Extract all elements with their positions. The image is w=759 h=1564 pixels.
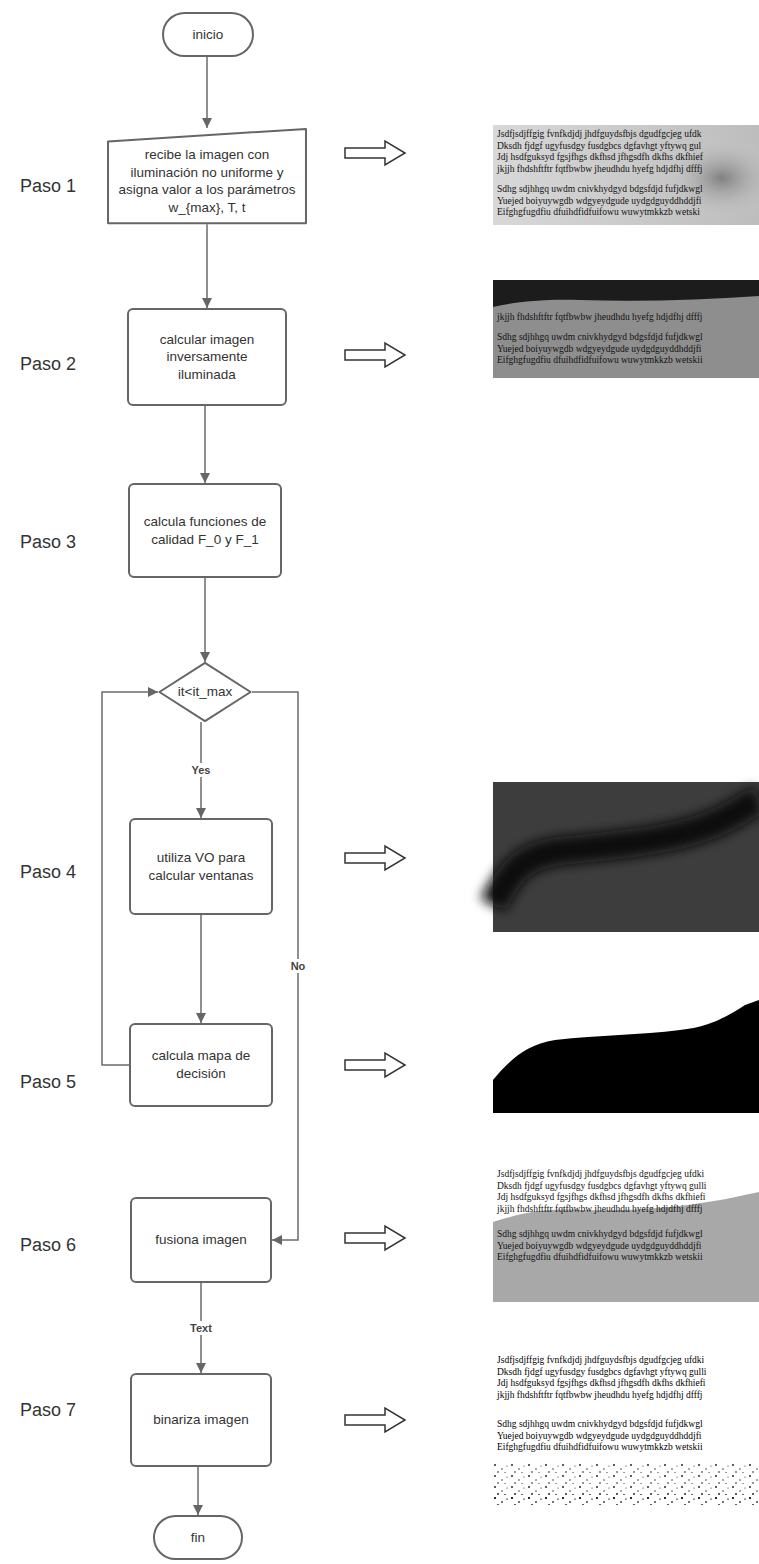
decision-diamond: it<it_max bbox=[158, 662, 252, 722]
edge-label: Yes bbox=[189, 763, 214, 777]
image-text: Yuejed boiyuywgdb wdgyeydgude uydgdguydd… bbox=[497, 344, 702, 356]
image-text: Dksdh fjdgf ugyfusdgy fusdgbcs dgfavhgt … bbox=[497, 1181, 707, 1193]
node-text: binariza imagen bbox=[153, 1411, 248, 1429]
node-text: utiliza VO para calcular ventanas bbox=[141, 849, 261, 884]
node-text: calcular imagen inversamente iluminada bbox=[139, 331, 275, 384]
input-node: recibe la imagen con iluminación no unif… bbox=[106, 128, 308, 224]
process-box: fusiona imagen bbox=[130, 1197, 272, 1283]
step-label: Paso 6 bbox=[20, 1235, 76, 1256]
diamond-outline bbox=[159, 663, 250, 721]
flow-arrow bbox=[206, 224, 208, 308]
image-text: Eifghgfugdfiu dfuihdfidfuifowu wuwytmkkz… bbox=[497, 1252, 703, 1264]
input-outline bbox=[108, 129, 306, 223]
hollow-arrow bbox=[345, 141, 405, 165]
image-text: Eifghgfugdfiu dfuihdfidfuifowu wuwytmkkz… bbox=[497, 355, 703, 367]
image-text: Yuejed boiyuywgdb wdgyeydgude uydgdguydd… bbox=[497, 1431, 702, 1443]
inverse-image bbox=[493, 280, 759, 378]
fused-image bbox=[493, 1163, 759, 1302]
image-text: jkjjh fhdshftftr fqtfbwbw jheudhdu hyefg… bbox=[497, 1204, 702, 1216]
image-text: Jsdfjsdjffgig fvnfkdjdj jhdfguydsfbjs dg… bbox=[497, 129, 702, 141]
process-box: calcula funciones de calidad F_0 y F_1 bbox=[128, 483, 282, 578]
noise-speckle bbox=[493, 1462, 759, 1505]
image-text: Jdj hsdfguksyd fgsjfhgs dkfhsd jfhgsdfh … bbox=[497, 1378, 705, 1390]
image-text: Yuejed boiyuywgdb wdgyeydgude uydgdguydd… bbox=[497, 196, 702, 208]
image-text: Jsdfjsdjffgig fvnfkdjdj jhdfguydsfbjs dg… bbox=[497, 1355, 704, 1367]
decision-region bbox=[493, 1000, 759, 1113]
hollow-arrow bbox=[345, 1408, 405, 1432]
step-label: Paso 7 bbox=[20, 1400, 76, 1421]
process-box: calcular imagen inversamente iluminada bbox=[127, 308, 287, 406]
node-text: calcula mapa de decisión bbox=[141, 1047, 261, 1082]
process-box: utiliza VO para calcular ventanas bbox=[129, 818, 273, 915]
node-text: fin bbox=[191, 1529, 205, 1547]
step-label: Paso 4 bbox=[20, 862, 76, 883]
process-box: calcula mapa de decisión bbox=[129, 1023, 273, 1107]
node-text: inicio bbox=[193, 26, 224, 44]
node-text: recibe la imagen con iluminación no unif… bbox=[116, 146, 298, 216]
image-text: jkjjh fhdshftftr fqtfbwbw jheudhdu hyefg… bbox=[497, 164, 702, 176]
step-label: Paso 1 bbox=[20, 176, 76, 197]
image-text: Jdj hsdfguksyd fgsjfhgs dkfhsd jfhgsdfh … bbox=[497, 1192, 705, 1204]
noise-speckle bbox=[493, 1492, 759, 1505]
image-text: Sdhg sdjhhgq uwdm cnivkhydgyd bdgsfdjd f… bbox=[497, 1419, 703, 1431]
terminal-node: fin bbox=[153, 1515, 243, 1560]
hollow-arrow bbox=[345, 1226, 405, 1250]
edge-label: No bbox=[288, 959, 309, 973]
step-label: Paso 2 bbox=[20, 354, 76, 375]
hollow-arrow bbox=[345, 1053, 405, 1077]
image-text: Yuejed boiyuywgdb wdgyeydgude uydgdguydd… bbox=[497, 1241, 702, 1253]
image-text: Jsdfjsdjffgig fvnfkdjdj jhdfguydsfbjs dg… bbox=[497, 1169, 704, 1181]
dark-band bbox=[493, 800, 759, 905]
terminal-node: inicio bbox=[162, 12, 254, 57]
node-text: calcula funciones de calidad F_0 y F_1 bbox=[140, 513, 270, 548]
image-text: Eifghgfugdfiu dfuihdfidfuifowu wuwytmkkz… bbox=[497, 207, 700, 219]
flow-arrow bbox=[200, 915, 202, 1023]
node-text: it<it_max bbox=[178, 683, 232, 701]
image-text: Dksdh fjdgf ugyfusdgy fusdgbcs dgfavhgt … bbox=[497, 1367, 707, 1379]
image-text: Dksdh fjdgf ugyfusdgy fusdgbcs dgfavhgt … bbox=[497, 141, 701, 153]
flow-arrow bbox=[206, 57, 208, 128]
flow-arrow bbox=[204, 406, 206, 483]
process-box: binariza imagen bbox=[130, 1373, 272, 1467]
image-text: jkjjh fhdshftftr fqtfbwbw jheudhdu hyefg… bbox=[497, 1390, 702, 1402]
window-image bbox=[493, 782, 759, 932]
hollow-arrow bbox=[345, 343, 405, 367]
edge-label: Text bbox=[187, 1321, 215, 1335]
image-text: jkjjh fhdshftftr fqtfbwbw jheudhdu hyefg… bbox=[497, 312, 702, 324]
flow-arrow bbox=[197, 1467, 199, 1515]
decision-map bbox=[493, 992, 759, 1113]
binary-image bbox=[493, 1347, 759, 1505]
image-text: Sdhg sdjhhgq uwdm cnivkhydgyd bdgsfdjd f… bbox=[497, 184, 703, 196]
image-text: Sdhg sdjhhgq uwdm cnivkhydgyd bdgsfdjd f… bbox=[497, 1229, 703, 1241]
image-text: Eifghgfugdfiu dfuihdfidfuifowu wuwytmkkz… bbox=[497, 1442, 703, 1454]
flow-arrow bbox=[204, 578, 206, 662]
image-text: Jdj hsdfguksyd fgsjfhgs dkfhsd jfhgsdfh … bbox=[497, 152, 703, 164]
hollow-arrow bbox=[345, 846, 405, 870]
image-text: Sdhg sdjhhgq uwdm cnivkhydgyd bdgsfdjd f… bbox=[497, 332, 703, 344]
node-text: fusiona imagen bbox=[155, 1231, 247, 1249]
step-label: Paso 3 bbox=[20, 532, 76, 553]
dark-region bbox=[493, 280, 759, 307]
grey-region bbox=[493, 1192, 759, 1302]
step-label: Paso 5 bbox=[20, 1072, 76, 1093]
